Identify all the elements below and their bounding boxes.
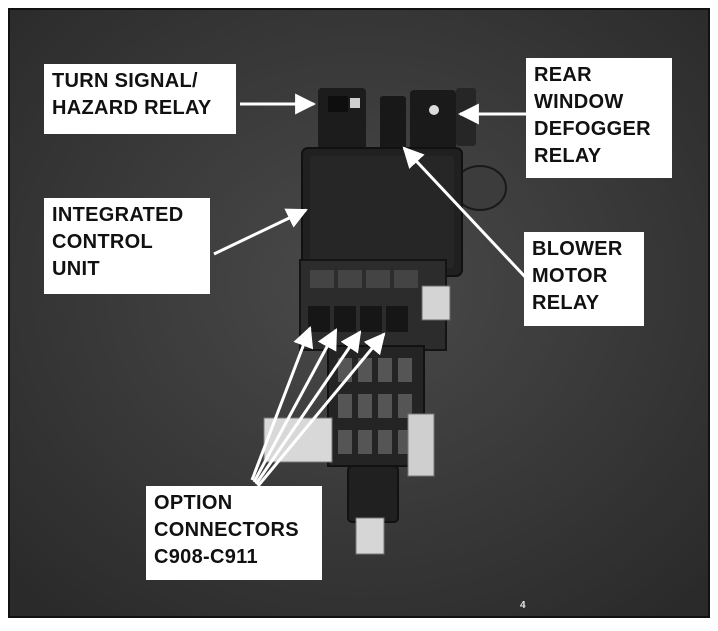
label-line: UNIT <box>52 258 100 280</box>
label-line: WINDOW <box>534 91 624 113</box>
label-integrated-control-unit: INTEGRATED CONTROL UNIT <box>44 198 210 294</box>
integrated-control-unit-body <box>301 147 463 277</box>
label-line: C908-C911 <box>154 546 258 568</box>
page-mark: 4 <box>520 600 526 611</box>
label-line: MOTOR <box>532 265 608 287</box>
label-line: RELAY <box>534 145 602 167</box>
arrow-option-4 <box>256 332 386 487</box>
arrow-option-3 <box>254 330 362 485</box>
arrows <box>213 93 530 487</box>
label-line: INTEGRATED <box>52 204 184 226</box>
label-line: CONTROL <box>52 231 153 253</box>
label-turn-signal-hazard-relay: TURN SIGNAL/ HAZARD RELAY <box>44 64 236 134</box>
turn-signal-relay <box>318 88 366 150</box>
label-line: OPTION <box>154 492 233 514</box>
fuse-panel <box>327 345 425 467</box>
label-line: CONNECTORS <box>154 519 299 541</box>
label-line: TURN SIGNAL/ <box>52 70 198 92</box>
label-line: BLOWER <box>532 238 623 260</box>
arrow-blower <box>402 146 530 282</box>
label-option-connectors: OPTION CONNECTORS C908-C911 <box>146 486 322 580</box>
blower-motor-relay <box>380 96 406 152</box>
label-line: DEFOGGER <box>534 118 651 140</box>
bottom-connector <box>347 465 399 555</box>
label-blower-motor-relay: BLOWER MOTOR RELAY <box>524 232 644 326</box>
label-line: HAZARD RELAY <box>52 97 212 119</box>
connector-area <box>299 259 451 351</box>
arrow-option-2 <box>252 328 338 483</box>
label-line: RELAY <box>532 292 600 314</box>
arrow-icu <box>213 208 308 256</box>
label-line: REAR <box>534 64 592 86</box>
rear-window-defogger-relay <box>410 90 456 152</box>
arrow-option-1 <box>250 326 314 481</box>
label-rear-window-defogger-relay: REAR WINDOW DEFOGGER RELAY <box>526 58 672 178</box>
